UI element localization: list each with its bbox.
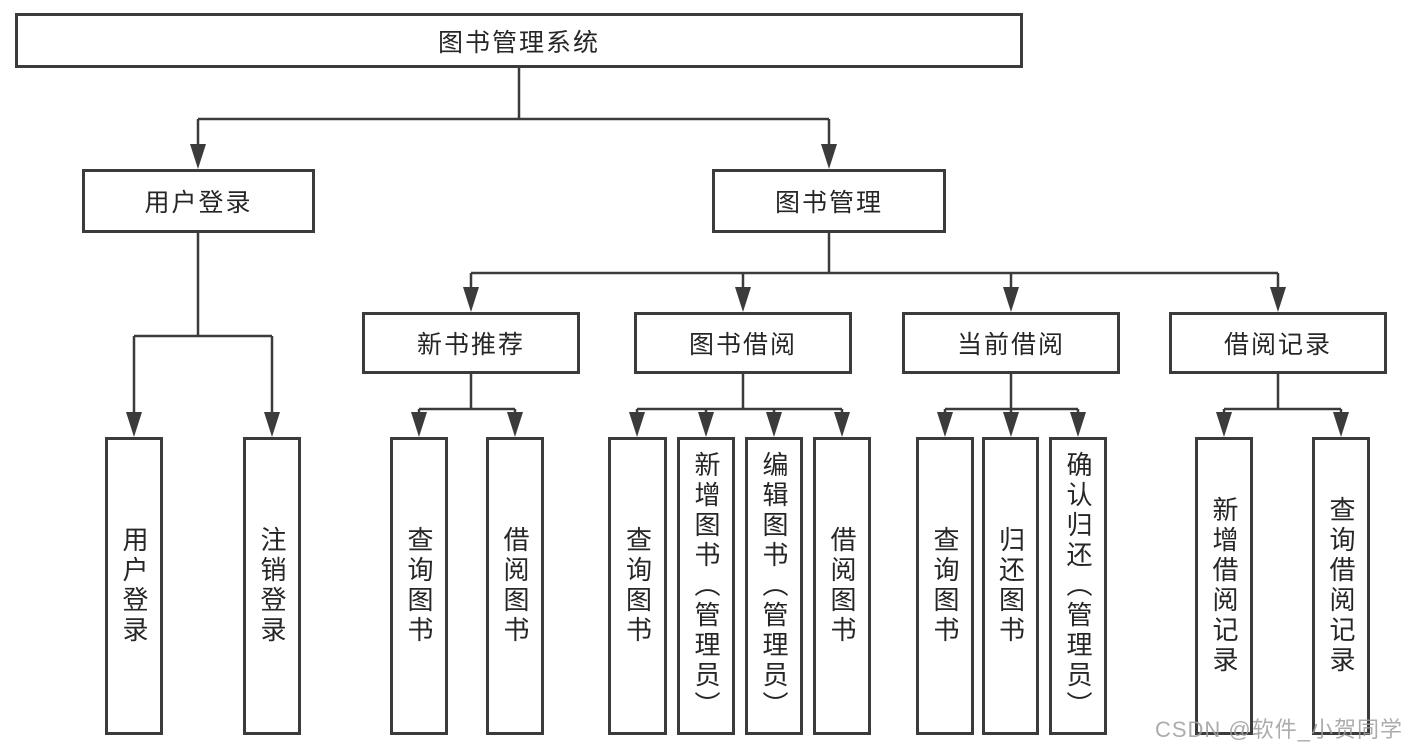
watermark: CSDN @软件_小贺同学	[1154, 717, 1403, 742]
node-label: 用户登录	[144, 189, 253, 217]
leaf-logout: 注销登录	[243, 437, 301, 735]
leaf-br-query-record: 查询借阅记录	[1312, 437, 1370, 735]
node-book-borrowing: 图书借阅	[634, 312, 852, 374]
leaf-nb-query-books: 查询图书	[390, 437, 448, 735]
node-root-label: 图书管理系统	[437, 28, 600, 57]
node-borrowing-records: 借阅记录	[1169, 312, 1387, 374]
node-label: 图书管理	[774, 189, 883, 217]
leaf-bb-borrow-books: 借阅图书	[813, 437, 871, 735]
leaf-label: 查询图书	[622, 526, 653, 646]
leaf-label: 确认归还（管理员）	[1063, 451, 1093, 721]
leaf-label: 新增借阅记录	[1209, 496, 1239, 676]
leaf-label: 借阅图书	[827, 526, 857, 646]
leaf-br-add-record: 新增借阅记录	[1195, 437, 1253, 735]
node-user-login-branch: 用户登录	[82, 169, 315, 233]
leaf-bb-edit-books-admin: 编辑图书（管理员）	[745, 437, 803, 735]
leaf-cb-confirm-return-admin: 确认归还（管理员）	[1049, 437, 1107, 735]
node-current-borrowing: 当前借阅	[902, 312, 1120, 374]
node-label: 当前借阅	[956, 331, 1065, 359]
node-root: 图书管理系统	[15, 13, 1023, 68]
leaf-label: 编辑图书（管理员）	[759, 451, 789, 721]
leaf-label: 查询图书	[404, 526, 434, 646]
leaf-cb-query-books: 查询图书	[916, 437, 974, 735]
leaf-label: 查询图书	[930, 526, 960, 646]
leaf-user-login: 用户登录	[105, 437, 163, 735]
leaf-bb-add-books-admin: 新增图书（管理员）	[677, 437, 735, 735]
leaf-label: 查询借阅记录	[1326, 496, 1356, 676]
leaf-nb-borrow-books: 借阅图书	[486, 437, 544, 735]
leaf-label: 新增图书（管理员）	[691, 451, 721, 721]
leaf-label: 归还图书	[995, 526, 1026, 646]
node-new-book-recommend: 新书推荐	[362, 312, 580, 374]
leaf-label: 注销登录	[257, 526, 287, 646]
node-label: 借阅记录	[1223, 331, 1332, 359]
leaf-label: 借阅图书	[500, 526, 530, 646]
node-book-management-branch: 图书管理	[712, 169, 946, 233]
leaf-label: 用户登录	[119, 526, 149, 646]
leaf-cb-return-books: 归还图书	[982, 437, 1039, 735]
node-label: 新书推荐	[416, 331, 525, 359]
node-label: 图书借阅	[688, 331, 797, 359]
leaf-bb-query-books: 查询图书	[608, 437, 667, 735]
